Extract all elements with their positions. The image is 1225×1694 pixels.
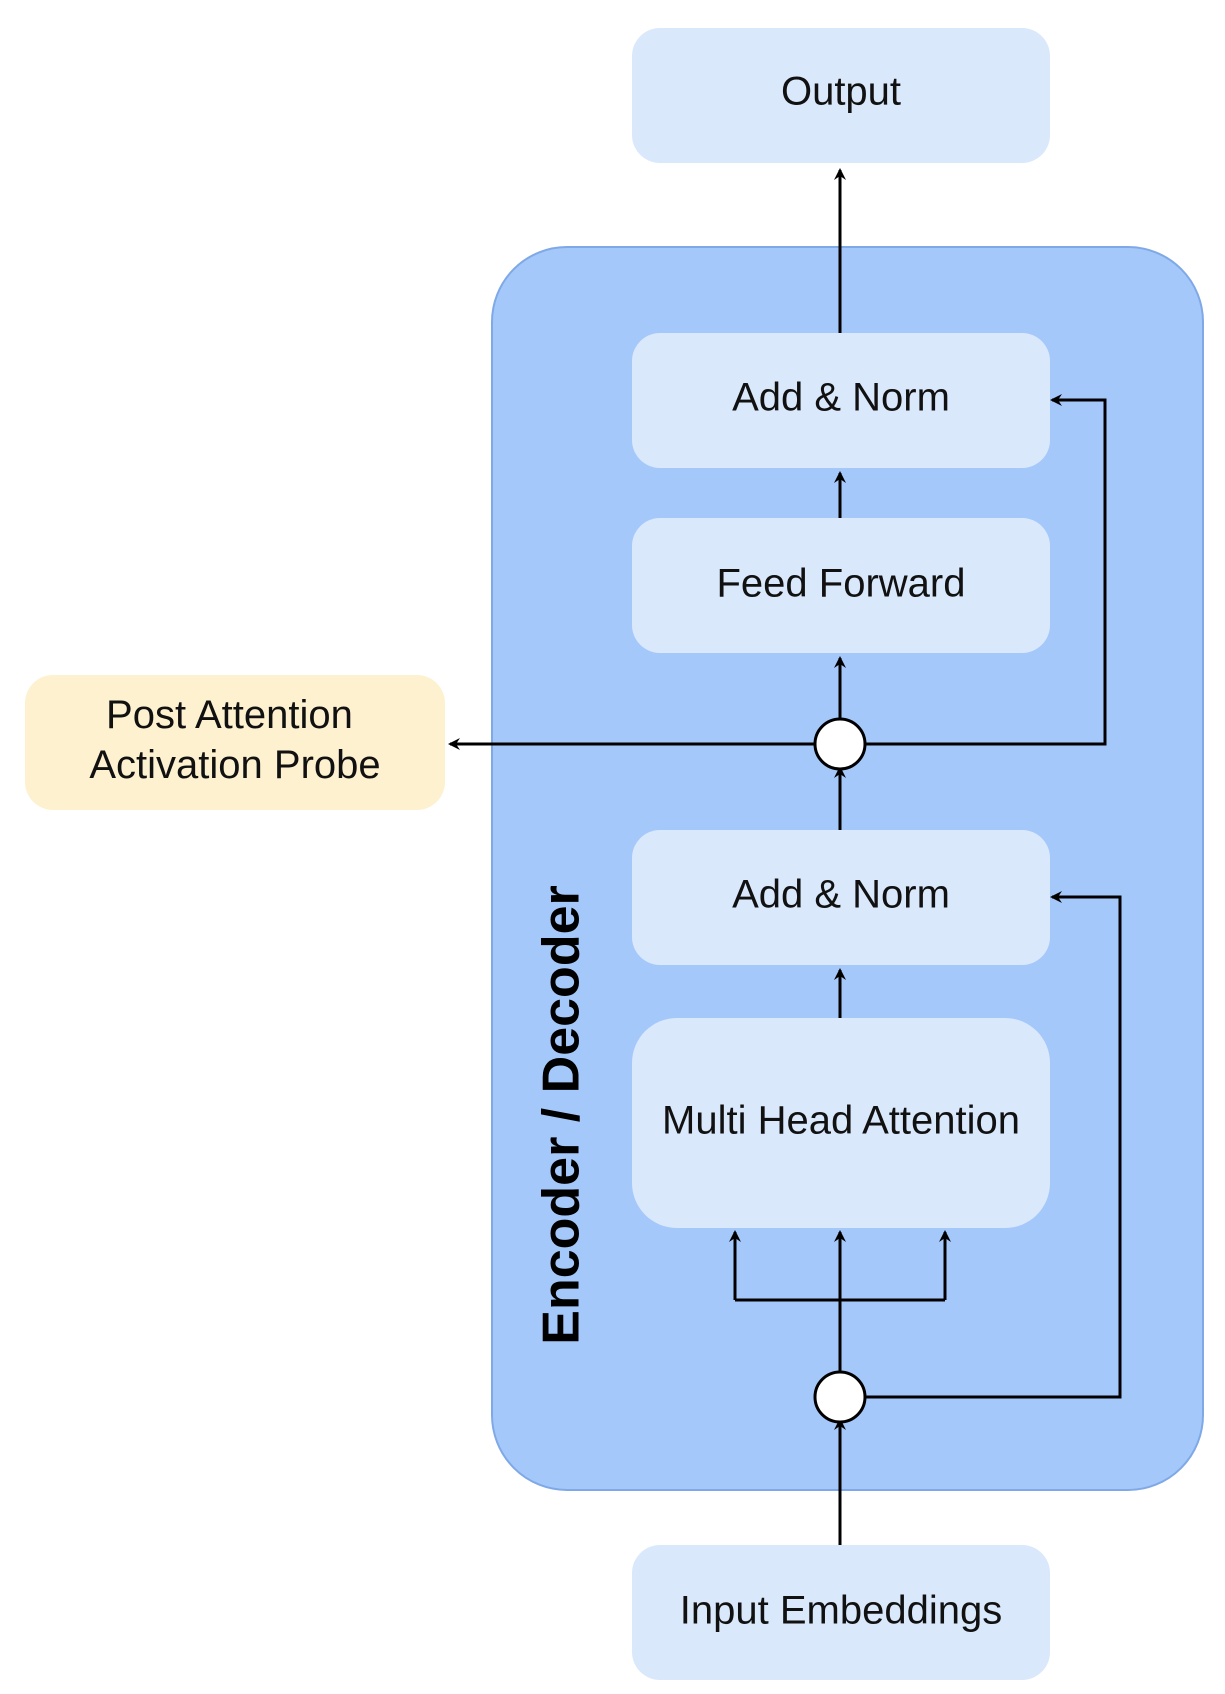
feed-forward-node: Feed Forward [632, 518, 1050, 653]
input-embeddings-node: Input Embeddings [632, 1545, 1050, 1680]
add-norm-bottom-node: Add & Norm [632, 830, 1050, 965]
add-norm-top-node: Add & Norm [632, 333, 1050, 468]
edge-residual-bottom [863, 891, 1122, 1399]
output-node: Output [632, 28, 1050, 163]
edges [448, 168, 1122, 1545]
feed-forward-label: Feed Forward [717, 562, 966, 606]
add-norm-bottom-label: Add & Norm [732, 873, 950, 917]
probe-label-line-1: Post Attention [106, 693, 353, 737]
residual-junction-bottom [813, 1370, 867, 1424]
multi-head-attention-node: Multi Head Attention [632, 1018, 1050, 1228]
residual-junction-top [813, 717, 867, 771]
post-attention-probe-node: Post Attention Activation Probe [25, 675, 445, 810]
probe-label: Post Attention Activation Probe [89, 693, 380, 787]
add-norm-top-label: Add & Norm [732, 376, 950, 420]
encoder-decoder-label: Encoder / Decoder [533, 885, 591, 1344]
input-embeddings-label: Input Embeddings [680, 1589, 1002, 1633]
multi-head-attention-label: Multi Head Attention [662, 1099, 1020, 1143]
probe-label-line-2: Activation Probe [89, 743, 380, 787]
output-label: Output [781, 70, 901, 114]
edge-residual-top [863, 394, 1107, 746]
